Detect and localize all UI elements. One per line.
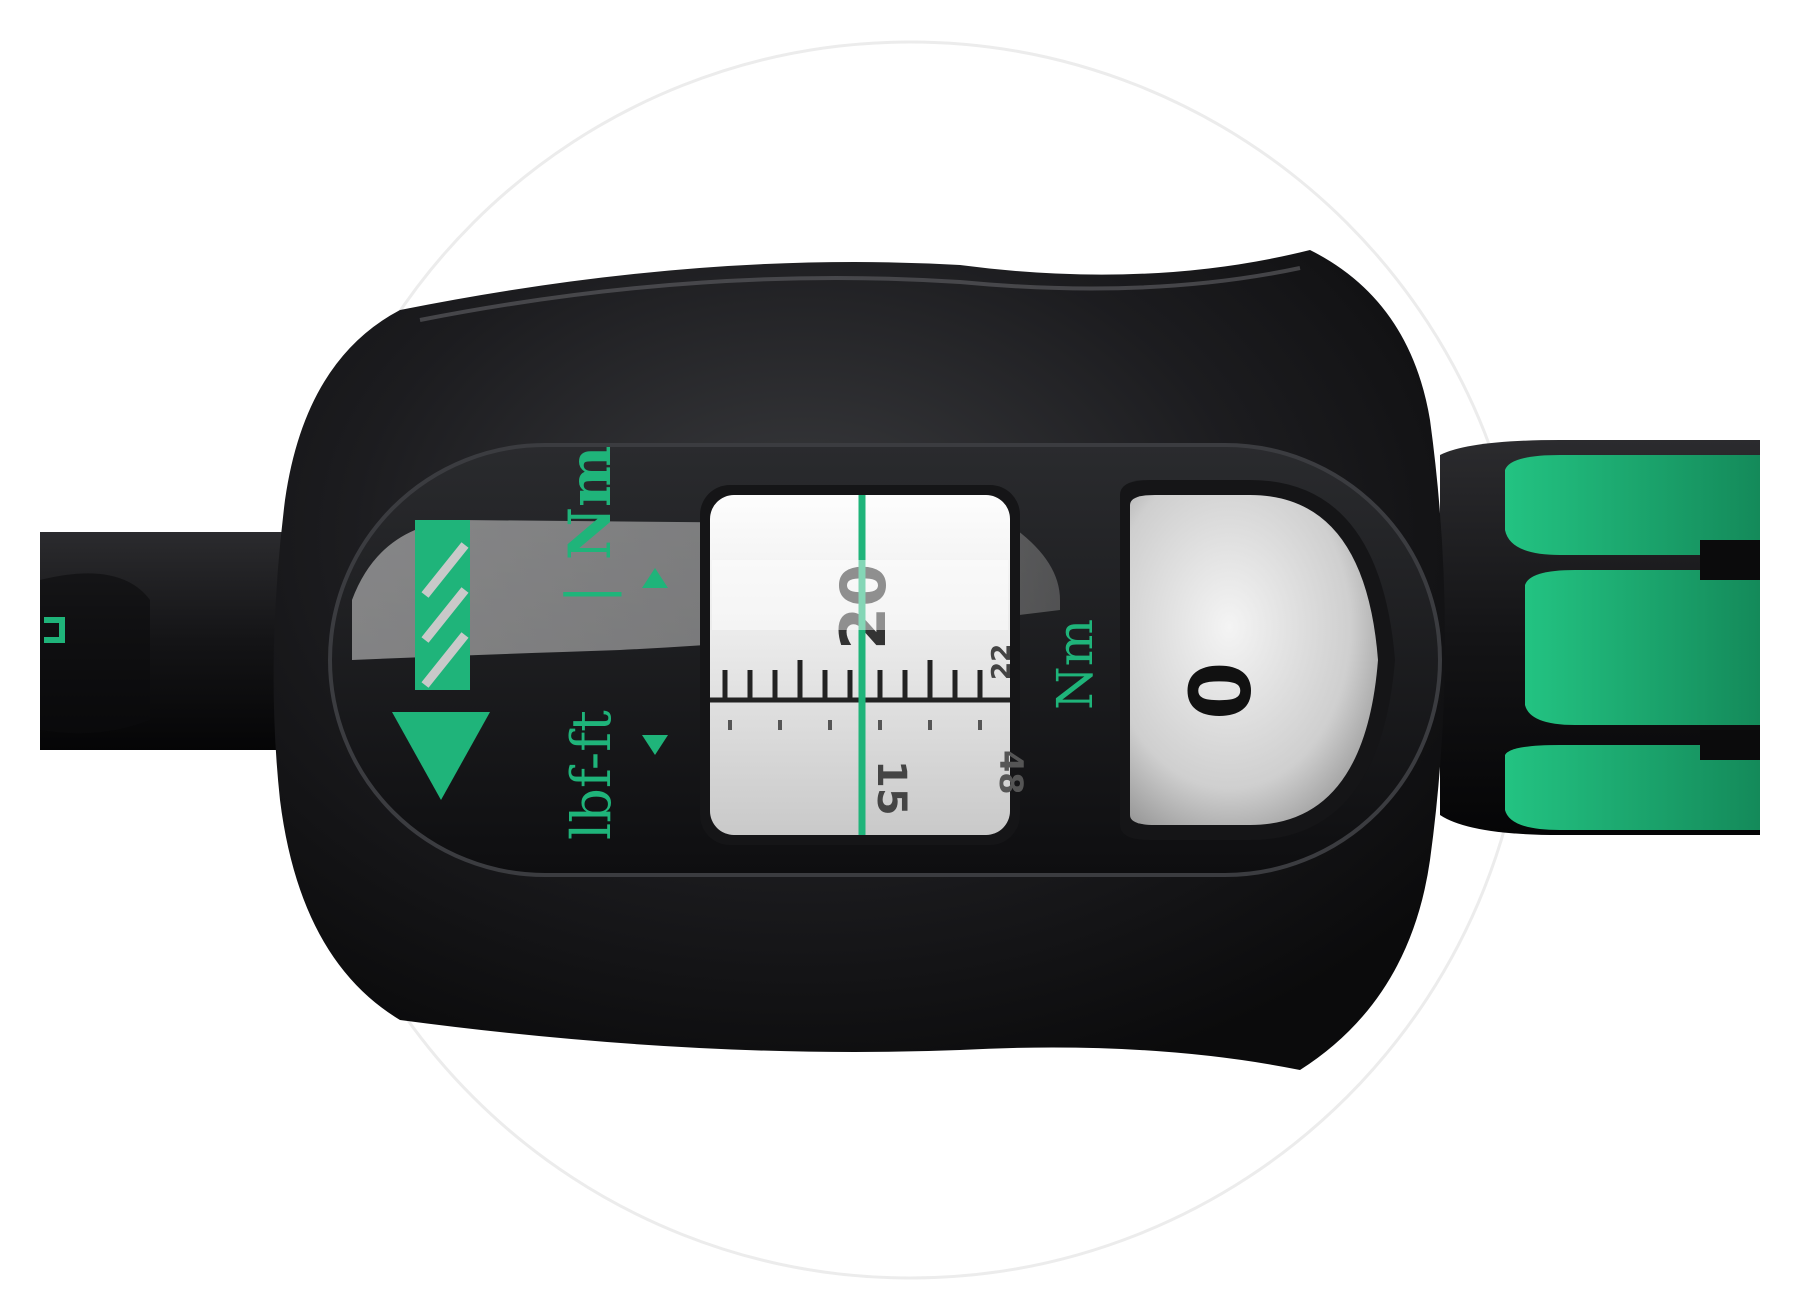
direction-indicator	[392, 520, 490, 800]
scale-window: 20 15 48 22	[700, 485, 1030, 845]
lower-scale-ticks	[728, 720, 982, 730]
unit-separator: |	[554, 584, 622, 604]
unit-label-lbf-ft: lbf-ft	[560, 710, 623, 840]
grip-segment-bottom	[1505, 745, 1760, 830]
right-handle	[1440, 440, 1760, 835]
scale-value-upper-partial: 22	[987, 644, 1017, 680]
zero-button[interactable]: 0	[1120, 480, 1395, 840]
grip-segment-top	[1505, 455, 1760, 555]
lbf-marker-icon	[642, 735, 668, 755]
down-arrow-icon	[392, 712, 490, 800]
left-shaft	[40, 532, 290, 750]
head-top-highlight	[419, 266, 1301, 322]
scale-value-lower: 15	[868, 760, 914, 816]
unit-label-nm: Nm	[556, 446, 624, 560]
nm-marker-icon	[642, 568, 668, 588]
scale-ticks	[722, 660, 983, 700]
grip-segment-middle	[1525, 570, 1760, 725]
side-unit-label: Nm	[1046, 619, 1104, 710]
scale-value-partial: 48	[992, 750, 1030, 795]
zero-button-label: 0	[1172, 662, 1270, 720]
shaft-marking-icon	[44, 617, 65, 643]
